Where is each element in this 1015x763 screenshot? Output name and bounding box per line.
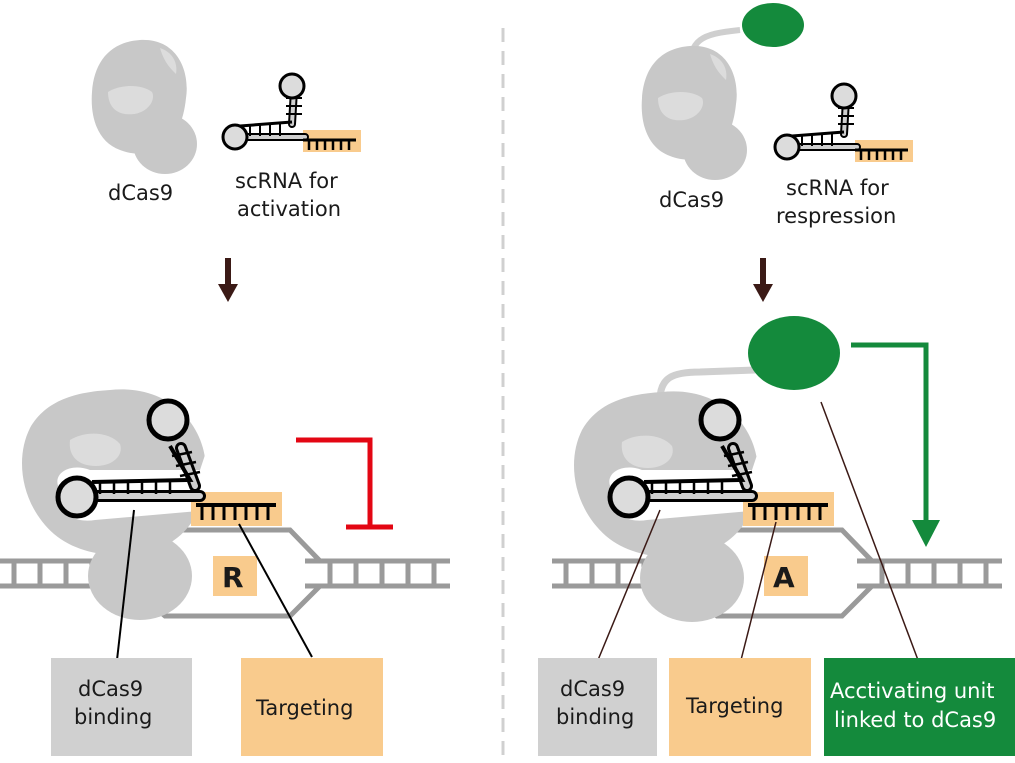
binding-box-line2: binding bbox=[74, 705, 152, 729]
activator-pointer-line bbox=[820, 401, 919, 661]
bound-scrna-icon bbox=[607, 398, 834, 526]
dcas9-protein-icon bbox=[641, 45, 747, 180]
site-letter: R bbox=[222, 561, 244, 594]
site-r-box bbox=[213, 556, 257, 596]
activator-box bbox=[824, 658, 1015, 756]
binding-pointer-line bbox=[597, 509, 661, 661]
down-arrow-icon bbox=[218, 258, 238, 302]
site-a-box bbox=[764, 556, 808, 596]
binding-box-line1: dCas9 bbox=[78, 677, 143, 701]
targeting-box-label: Targeting bbox=[685, 694, 783, 718]
binding-pointer-line bbox=[116, 509, 135, 661]
binding-box-line1: dCas9 bbox=[560, 677, 625, 701]
dcas9-protein-icon bbox=[91, 39, 197, 174]
targeting-box-label: Targeting bbox=[255, 696, 353, 720]
binding-box bbox=[51, 658, 192, 756]
down-arrow-icon bbox=[753, 258, 773, 302]
targeting-pointer-line bbox=[740, 521, 777, 661]
bound-scrna-icon bbox=[55, 398, 282, 526]
rna-label-line2: activation bbox=[237, 197, 341, 221]
activator-box-line1: Acctivating unit bbox=[830, 679, 995, 703]
activator-box-line2: linked to dCas9 bbox=[834, 708, 996, 732]
repression-arrow-icon bbox=[296, 437, 393, 530]
targeting-box bbox=[241, 658, 383, 756]
site-letter: A bbox=[773, 561, 795, 594]
dna-icon bbox=[0, 527, 450, 619]
scrna-icon bbox=[221, 72, 361, 152]
binding-box bbox=[538, 658, 657, 756]
targeting-box bbox=[669, 658, 811, 756]
rna-label-line2: respression bbox=[776, 204, 896, 228]
linked-activator-icon bbox=[656, 316, 840, 401]
rna-label-line1: scRNA for bbox=[235, 169, 338, 193]
targeting-pointer-line bbox=[238, 523, 313, 658]
protein-label: dCas9 bbox=[108, 181, 173, 205]
binding-box-line2: binding bbox=[556, 705, 634, 729]
scrna-icon bbox=[773, 82, 913, 162]
rna-label-line1: scRNA for bbox=[786, 176, 889, 200]
protein-label: dCas9 bbox=[659, 188, 724, 212]
activation-arrow-icon bbox=[851, 342, 940, 547]
